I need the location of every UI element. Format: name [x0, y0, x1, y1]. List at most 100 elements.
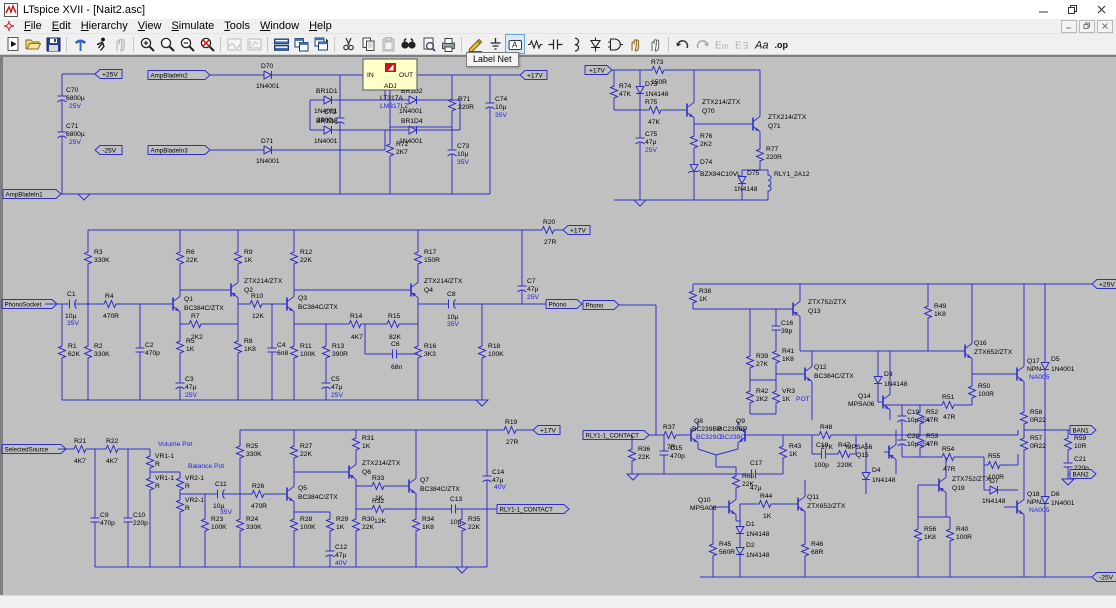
component-R38[interactable]: R381K: [690, 287, 712, 307]
port-AmpBladeIn2[interactable]: AmpBladeIn2: [148, 71, 210, 80]
component-R44[interactable]: R441K: [755, 493, 775, 520]
component-R1[interactable]: R162K: [59, 342, 81, 362]
component-R72[interactable]: R722K7: [387, 140, 409, 160]
ground-symbol[interactable]: [476, 400, 488, 406]
run-simulation-icon[interactable]: [90, 34, 110, 54]
port-RLY1-1_CONTACT[interactable]: RLY1-1_CONTACT: [583, 431, 649, 440]
label-net-icon[interactable]: A: [505, 34, 525, 54]
component-R76[interactable]: R762K2: [691, 132, 713, 152]
component-R45[interactable]: R45560R: [710, 540, 736, 560]
component-C70[interactable]: C706800µ25V: [58, 87, 85, 110]
flag-+17V[interactable]: +17V: [563, 226, 590, 235]
component-C14[interactable]: C1447µ40V: [483, 468, 507, 491]
component-R52[interactable]: R5247R: [917, 408, 939, 428]
component-R36[interactable]: R3622K: [629, 445, 651, 465]
schematic-canvas[interactable]: C706800µ25VC716800µ25VD701N4001BR1D11N40…: [0, 55, 1116, 595]
component-Q71[interactable]: ZTX214/ZTXQ71: [748, 110, 807, 138]
move-icon[interactable]: [625, 34, 645, 54]
component-Q18[interactable]: Q18NPNNA005: [1012, 491, 1050, 521]
tile-horizontal-icon[interactable]: [271, 34, 291, 54]
component-D4[interactable]: D41N4148: [862, 467, 896, 484]
component-C1[interactable]: C110µ35V: [64, 291, 80, 327]
component-R7[interactable]: R72K2: [185, 313, 205, 341]
port-RLY1-1_CONTACT[interactable]: RLY1-1_CONTACT: [497, 505, 569, 514]
component-R12[interactable]: R1222K: [291, 248, 313, 268]
component-C6[interactable]: C668n: [387, 341, 403, 371]
component-R50[interactable]: R50100R: [969, 382, 995, 402]
component-D2[interactable]: D21N4148: [736, 542, 770, 559]
flag--25V[interactable]: -25V: [1092, 573, 1116, 582]
menu-simulate[interactable]: Simulate: [166, 20, 219, 32]
ground-symbol[interactable]: [456, 567, 468, 573]
zoom-out-icon[interactable]: [177, 34, 197, 54]
component-R6[interactable]: R622K: [177, 248, 199, 268]
component-R28[interactable]: R28100K: [291, 515, 317, 535]
minimize-button[interactable]: [1029, 0, 1058, 19]
flag--25V[interactable]: -25V: [95, 146, 122, 155]
component-Q70[interactable]: ZTX214/ZTXQ70: [682, 96, 741, 124]
component-R31[interactable]: R311K: [353, 434, 375, 454]
port-AmpBladeIn3[interactable]: AmpBladeIn3: [148, 146, 210, 155]
control-panel-icon[interactable]: [70, 34, 90, 54]
find-icon[interactable]: [398, 34, 418, 54]
component-C11[interactable]: C1110µ35V: [212, 481, 232, 516]
component-R29[interactable]: R291K: [327, 515, 349, 535]
menu-edit[interactable]: Edit: [47, 20, 76, 32]
component-icon[interactable]: [605, 34, 625, 54]
component-Q19[interactable]: ZTX752/ZTXQ19: [934, 471, 991, 499]
component-R23[interactable]: R23100K: [202, 515, 228, 535]
zoom-back-icon[interactable]: [157, 34, 177, 54]
ground-symbol[interactable]: [1062, 479, 1074, 485]
resistor-icon[interactable]: [525, 34, 545, 54]
component-C16[interactable]: C1639p: [772, 320, 794, 336]
component-C74[interactable]: C7410µ35V: [486, 95, 508, 119]
component-C10[interactable]: C10220p: [124, 512, 149, 528]
maximize-button[interactable]: [1058, 0, 1087, 19]
port-SelectedSource[interactable]: SelectedSource: [2, 445, 66, 454]
diode-icon[interactable]: [585, 34, 605, 54]
menu-file[interactable]: File: [19, 20, 47, 32]
component-R14[interactable]: R144K7: [345, 313, 365, 341]
menu-hierarchy[interactable]: Hierarchy: [76, 20, 133, 32]
component-D70[interactable]: D701N4001: [256, 63, 280, 90]
component-VR2-1a[interactable]: Balance PotVR2-1R: [177, 463, 225, 494]
component-R57[interactable]: R570R22: [1021, 434, 1047, 454]
ground-icon[interactable]: [485, 34, 505, 54]
component-R58[interactable]: R580R22: [1021, 408, 1047, 428]
tile-vertical-icon[interactable]: [291, 34, 311, 54]
component-R8[interactable]: R81K8: [235, 337, 257, 357]
component-C12[interactable]: C1247µ40V: [326, 543, 348, 567]
component-C4[interactable]: C46n8: [268, 342, 289, 358]
component-C75[interactable]: C7547µ25V: [636, 130, 658, 154]
cascade-icon[interactable]: [311, 34, 331, 54]
component-R11[interactable]: R11100K: [291, 342, 317, 362]
component-R18[interactable]: R18100K: [479, 342, 505, 362]
component-R2[interactable]: R2330K: [85, 342, 111, 362]
component-Q15[interactable]: MPSA56Q15: [846, 438, 896, 466]
component-D74[interactable]: D74BZX84C10VL: [688, 159, 741, 178]
inductor-icon[interactable]: [565, 34, 585, 54]
component-D5[interactable]: D51N4001: [1041, 356, 1075, 374]
component-Q14[interactable]: Q14MPSA06: [848, 388, 890, 416]
component-R10[interactable]: R1012K: [246, 293, 266, 320]
component-R42[interactable]: R422K2: [747, 387, 769, 407]
component-Q3[interactable]: Q3BC384C/ZTX: [282, 290, 338, 318]
component-R40[interactable]: R40100R: [947, 525, 973, 545]
component-R4[interactable]: R4470R: [100, 293, 120, 320]
port-BAN2[interactable]: BAN2: [1070, 470, 1096, 479]
zoom-fit-icon[interactable]: [197, 34, 217, 54]
component-R43[interactable]: R431K: [780, 442, 802, 462]
capacitor-icon[interactable]: [545, 34, 565, 54]
open-icon[interactable]: [23, 34, 43, 54]
component-C71[interactable]: C716800µ25V: [58, 123, 85, 146]
component-D3[interactable]: D31N4148: [874, 371, 908, 388]
component-R20[interactable]: R2027R: [538, 219, 558, 246]
component-R25[interactable]: R25330K: [237, 442, 263, 462]
ground-symbol[interactable]: [627, 474, 639, 480]
component-R53[interactable]: R5347R: [917, 432, 939, 452]
component-R9[interactable]: R91K: [235, 248, 253, 268]
flag-+25V[interactable]: +25V: [1092, 280, 1116, 289]
mdi-restore-button[interactable]: [1079, 20, 1095, 33]
port-Phono[interactable]: Phono: [583, 301, 619, 310]
zoom-in-icon[interactable]: [137, 34, 157, 54]
